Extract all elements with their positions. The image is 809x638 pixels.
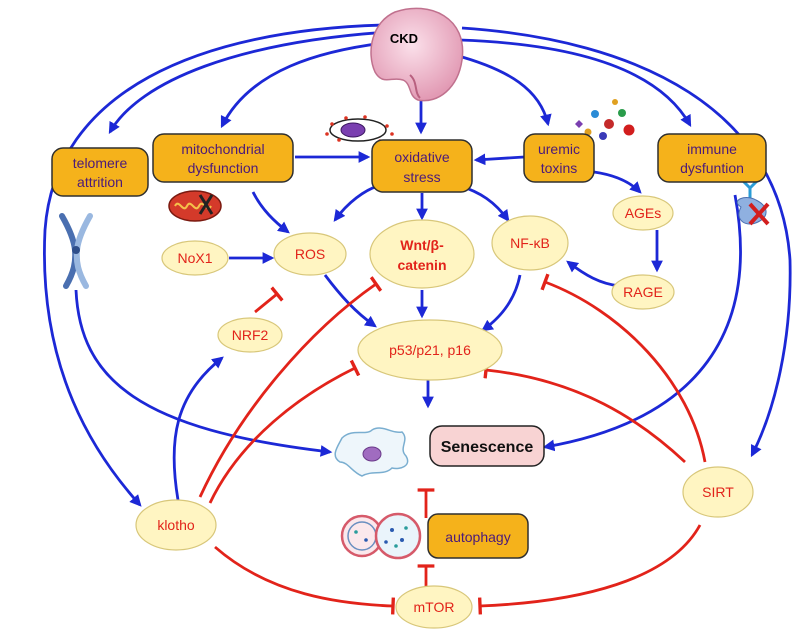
node-nf-kb: NF-κB	[491, 215, 569, 271]
node-oxidative-stress: oxidative stress	[371, 139, 473, 193]
oxidized-cell-icon	[325, 115, 394, 143]
oxidative-label-line1: oxidative	[394, 149, 449, 165]
inhibition-lines	[198, 273, 707, 615]
node-nox1: NoX1	[161, 240, 229, 276]
arrow-ros-p53	[323, 274, 377, 328]
arrow-uremic-oxidative	[473, 153, 525, 166]
arrow-rage-nfkb	[566, 260, 621, 288]
node-nrf2: NRF2	[217, 317, 283, 353]
antibody-icon	[736, 178, 770, 226]
mitochondrion-icon	[168, 190, 222, 222]
oxidative-label-line2: stress	[403, 169, 440, 185]
ckd-label: CKD	[390, 31, 418, 46]
node-senescence: Senescence	[429, 425, 545, 467]
inhibit-klotho-mtor	[214, 545, 395, 615]
sirt-label: SIRT	[702, 484, 734, 500]
inhibit-sirt-mtor	[477, 524, 702, 615]
node-rage: RAGE	[611, 274, 675, 310]
arrow-oxidative-nfkb	[459, 184, 510, 222]
telomere-label-line2: attrition	[77, 174, 123, 190]
ages-label: AGEs	[625, 205, 662, 221]
arrow-oxidative-ros	[333, 184, 379, 222]
arrow-ckd-uremic	[454, 53, 552, 127]
node-mitochondrial-dysfunction: mitochondrial dysfunction	[152, 133, 294, 183]
autophagy-label: autophagy	[445, 529, 510, 545]
node-immune-dysfunction: immune dysfuntion	[657, 133, 767, 183]
senescence-label: Senescence	[441, 439, 534, 456]
ros-label: ROS	[295, 246, 325, 262]
autophagosome-icon	[340, 512, 422, 560]
wnt-label-line1: Wnt/β-	[400, 237, 444, 253]
arrow-nfkb-p53	[481, 274, 522, 332]
arrow-klotho-nrf2	[172, 356, 224, 501]
inhibit-klotho-p53	[208, 359, 361, 504]
inhibit-sirt-p53	[483, 361, 686, 464]
inhibit-sirt-nfkb	[540, 273, 707, 463]
arrow-ckd-mito	[220, 40, 393, 129]
node-ros: ROS	[273, 232, 347, 276]
inhibit-nrf2-ros	[254, 286, 284, 314]
nox1-label: NoX1	[177, 250, 212, 266]
arrow-telomere-senescence	[74, 289, 333, 457]
senescent-cell-icon	[334, 427, 409, 477]
arrow-ckd-immune	[459, 38, 692, 128]
p53-label: p53/p21, p16	[389, 342, 471, 358]
node-uremic-toxins: uremic toxins	[523, 133, 595, 183]
toxin-particles-icon	[575, 99, 635, 140]
telomere-label-line1: telomere	[73, 155, 128, 171]
wnt-label-line2: catenin	[397, 257, 446, 273]
uremic-label-line2: toxins	[541, 160, 578, 176]
arrow-immune-senescence	[542, 194, 742, 452]
arrow-uremic-ages	[593, 170, 642, 194]
node-ages: AGEs	[612, 195, 674, 231]
arrow-ckd-telomere	[108, 30, 389, 135]
arrow-ckd-sirt	[461, 26, 792, 458]
node-p53-p21-p16: p53/p21, p16	[357, 319, 503, 381]
node-mtor: mTOR	[395, 585, 473, 629]
inhibit-klotho-wnt	[198, 276, 383, 498]
node-wnt-beta-catenin: Wnt/β- catenin	[369, 219, 475, 289]
node-autophagy: autophagy	[427, 513, 529, 559]
chromosome-icon	[59, 213, 93, 289]
mtor-label: mTOR	[414, 599, 455, 615]
mito-label-line1: mitochondrial	[181, 141, 264, 157]
klotho-label: klotho	[157, 517, 195, 533]
arrow-ckd-klotho	[43, 23, 385, 507]
nrf2-label: NRF2	[232, 327, 269, 343]
kidney-icon: CKD	[370, 7, 464, 102]
uremic-label-line1: uremic	[538, 141, 580, 157]
immune-label-line2: dysfuntion	[680, 160, 744, 176]
node-telomere-attrition: telomere attrition	[51, 147, 149, 197]
nfkb-label: NF-κB	[510, 235, 550, 251]
mito-label-line2: dysfunction	[188, 160, 259, 176]
node-klotho: klotho	[135, 499, 217, 551]
rage-label: RAGE	[623, 284, 663, 300]
immune-label-line1: immune	[687, 141, 737, 157]
arrow-mito-ros	[251, 191, 290, 234]
node-sirt: SIRT	[682, 466, 754, 518]
